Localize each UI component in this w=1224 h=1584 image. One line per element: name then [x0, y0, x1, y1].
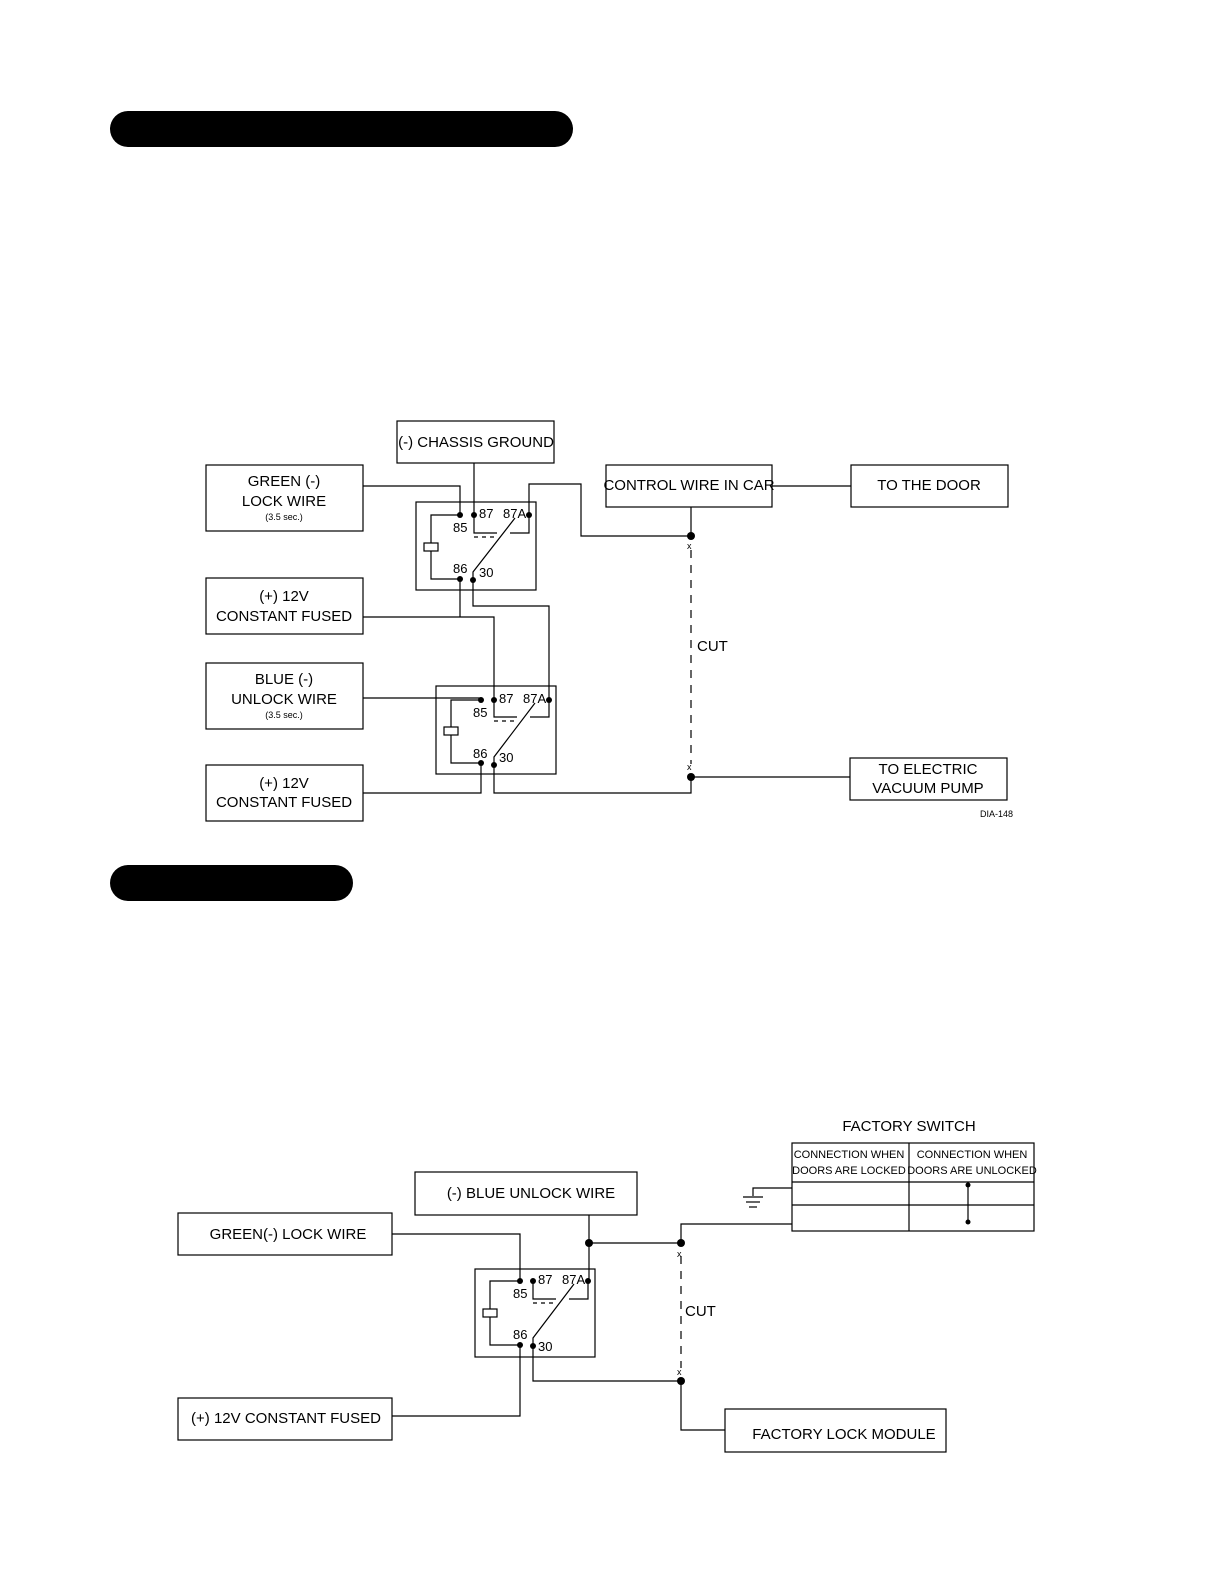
locked-header-line2: DOORS ARE LOCKED — [792, 1165, 906, 1177]
svg-text:86: 86 — [473, 746, 487, 761]
cut-mark-1b: x — [687, 762, 692, 772]
svg-text:87A: 87A — [503, 506, 526, 521]
green-lock-label-line2: LOCK WIRE — [242, 493, 326, 510]
to-the-door-box — [850, 464, 1009, 508]
svg-text:30: 30 — [538, 1339, 552, 1354]
green-lock-label-2: GREEN(-) LOCK WIRE — [210, 1226, 367, 1243]
blue-unlock-duration: (3.5 sec.) — [265, 710, 303, 720]
constant-fused-box-3 — [177, 1397, 393, 1441]
unlocked-header-line1: CONNECTION WHEN — [917, 1149, 1028, 1161]
cut-mark-2a: x — [677, 1249, 682, 1259]
vacuum-pump-label-line1: TO ELECTRIC — [879, 761, 978, 778]
vacuum-pump-label-line2: VACUUM PUMP — [872, 780, 983, 797]
relay-3: 85 87 87A 86 30 — [474, 1268, 596, 1358]
green-lock-wire-box — [205, 464, 364, 532]
fused2-label-line2: CONSTANT FUSED — [216, 794, 352, 811]
svg-text:87: 87 — [479, 506, 493, 521]
cut-label-1: CUT — [697, 638, 728, 655]
green-lock-wire-box-2 — [177, 1212, 393, 1256]
svg-text:87A: 87A — [523, 691, 546, 706]
constant-fused-box-1 — [205, 577, 364, 635]
svg-text:85: 85 — [453, 520, 467, 535]
factory-lock-module-label: FACTORY LOCK MODULE — [752, 1426, 935, 1443]
svg-text:30: 30 — [479, 565, 493, 580]
section-header-bar-2 — [110, 865, 353, 901]
cut-label-2: CUT — [685, 1303, 716, 1320]
blue-unlock-label-line2: UNLOCK WIRE — [231, 691, 337, 708]
control-wire-label: CONTROL WIRE IN CAR — [603, 477, 774, 494]
cut-mark-1a: x — [687, 541, 692, 551]
svg-text:30: 30 — [499, 750, 513, 765]
unlocked-header-line2: DOORS ARE UNLOCKED — [907, 1165, 1037, 1177]
svg-text:87: 87 — [499, 691, 513, 706]
svg-text:86: 86 — [453, 561, 467, 576]
factory-switch-table: CONNECTION WHEN DOORS ARE LOCKED CONNECT… — [791, 1142, 1037, 1232]
svg-text:86: 86 — [513, 1327, 527, 1342]
cut-mark-2b: x — [677, 1367, 682, 1377]
svg-text:87A: 87A — [562, 1272, 585, 1287]
blue-unlock-wire-box — [205, 662, 364, 730]
green-lock-duration: (3.5 sec.) — [265, 512, 303, 522]
chassis-ground-label: (-) CHASSIS GROUND — [398, 434, 554, 451]
to-the-door-label: TO THE DOOR — [877, 477, 981, 494]
fused2-label-line1: (+) 12V — [259, 775, 309, 792]
svg-text:85: 85 — [473, 705, 487, 720]
factory-switch-title: FACTORY SWITCH — [842, 1118, 975, 1135]
svg-text:87: 87 — [538, 1272, 552, 1287]
chassis-ground-box — [396, 420, 555, 464]
diagram-code: DIA-148 — [980, 809, 1013, 819]
blue-unlock-label-line1: BLUE (-) — [255, 671, 313, 688]
blue-unlock-wire-box-2 — [414, 1171, 638, 1216]
ground-symbol-icon — [743, 1187, 792, 1208]
relay-2: 85 87 87A 86 30 — [435, 685, 557, 775]
svg-text:85: 85 — [513, 1286, 527, 1301]
fused-label-3: (+) 12V CONSTANT FUSED — [191, 1410, 381, 1427]
locked-header-line1: CONNECTION WHEN — [794, 1149, 905, 1161]
blue-unlock-label-2: (-) BLUE UNLOCK WIRE — [447, 1185, 615, 1202]
diagram-2-factory-switch: FACTORY SWITCH CONNECTION WHEN DOORS ARE… — [177, 1118, 1037, 1453]
control-wire-box — [605, 464, 773, 508]
section-header-bar-1 — [110, 111, 573, 147]
fused1-label-line2: CONSTANT FUSED — [216, 608, 352, 625]
fused1-label-line1: (+) 12V — [259, 588, 309, 605]
vacuum-pump-box — [849, 757, 1008, 801]
constant-fused-box-2 — [205, 764, 364, 822]
diagram-1-vacuum-pump: (-) CHASSIS GROUND GREEN (-) LOCK WIRE (… — [205, 420, 1013, 822]
factory-lock-module-box — [724, 1408, 947, 1453]
green-lock-label-line1: GREEN (-) — [248, 473, 321, 490]
relay-1: 85 87 87A 86 30 — [415, 501, 537, 591]
